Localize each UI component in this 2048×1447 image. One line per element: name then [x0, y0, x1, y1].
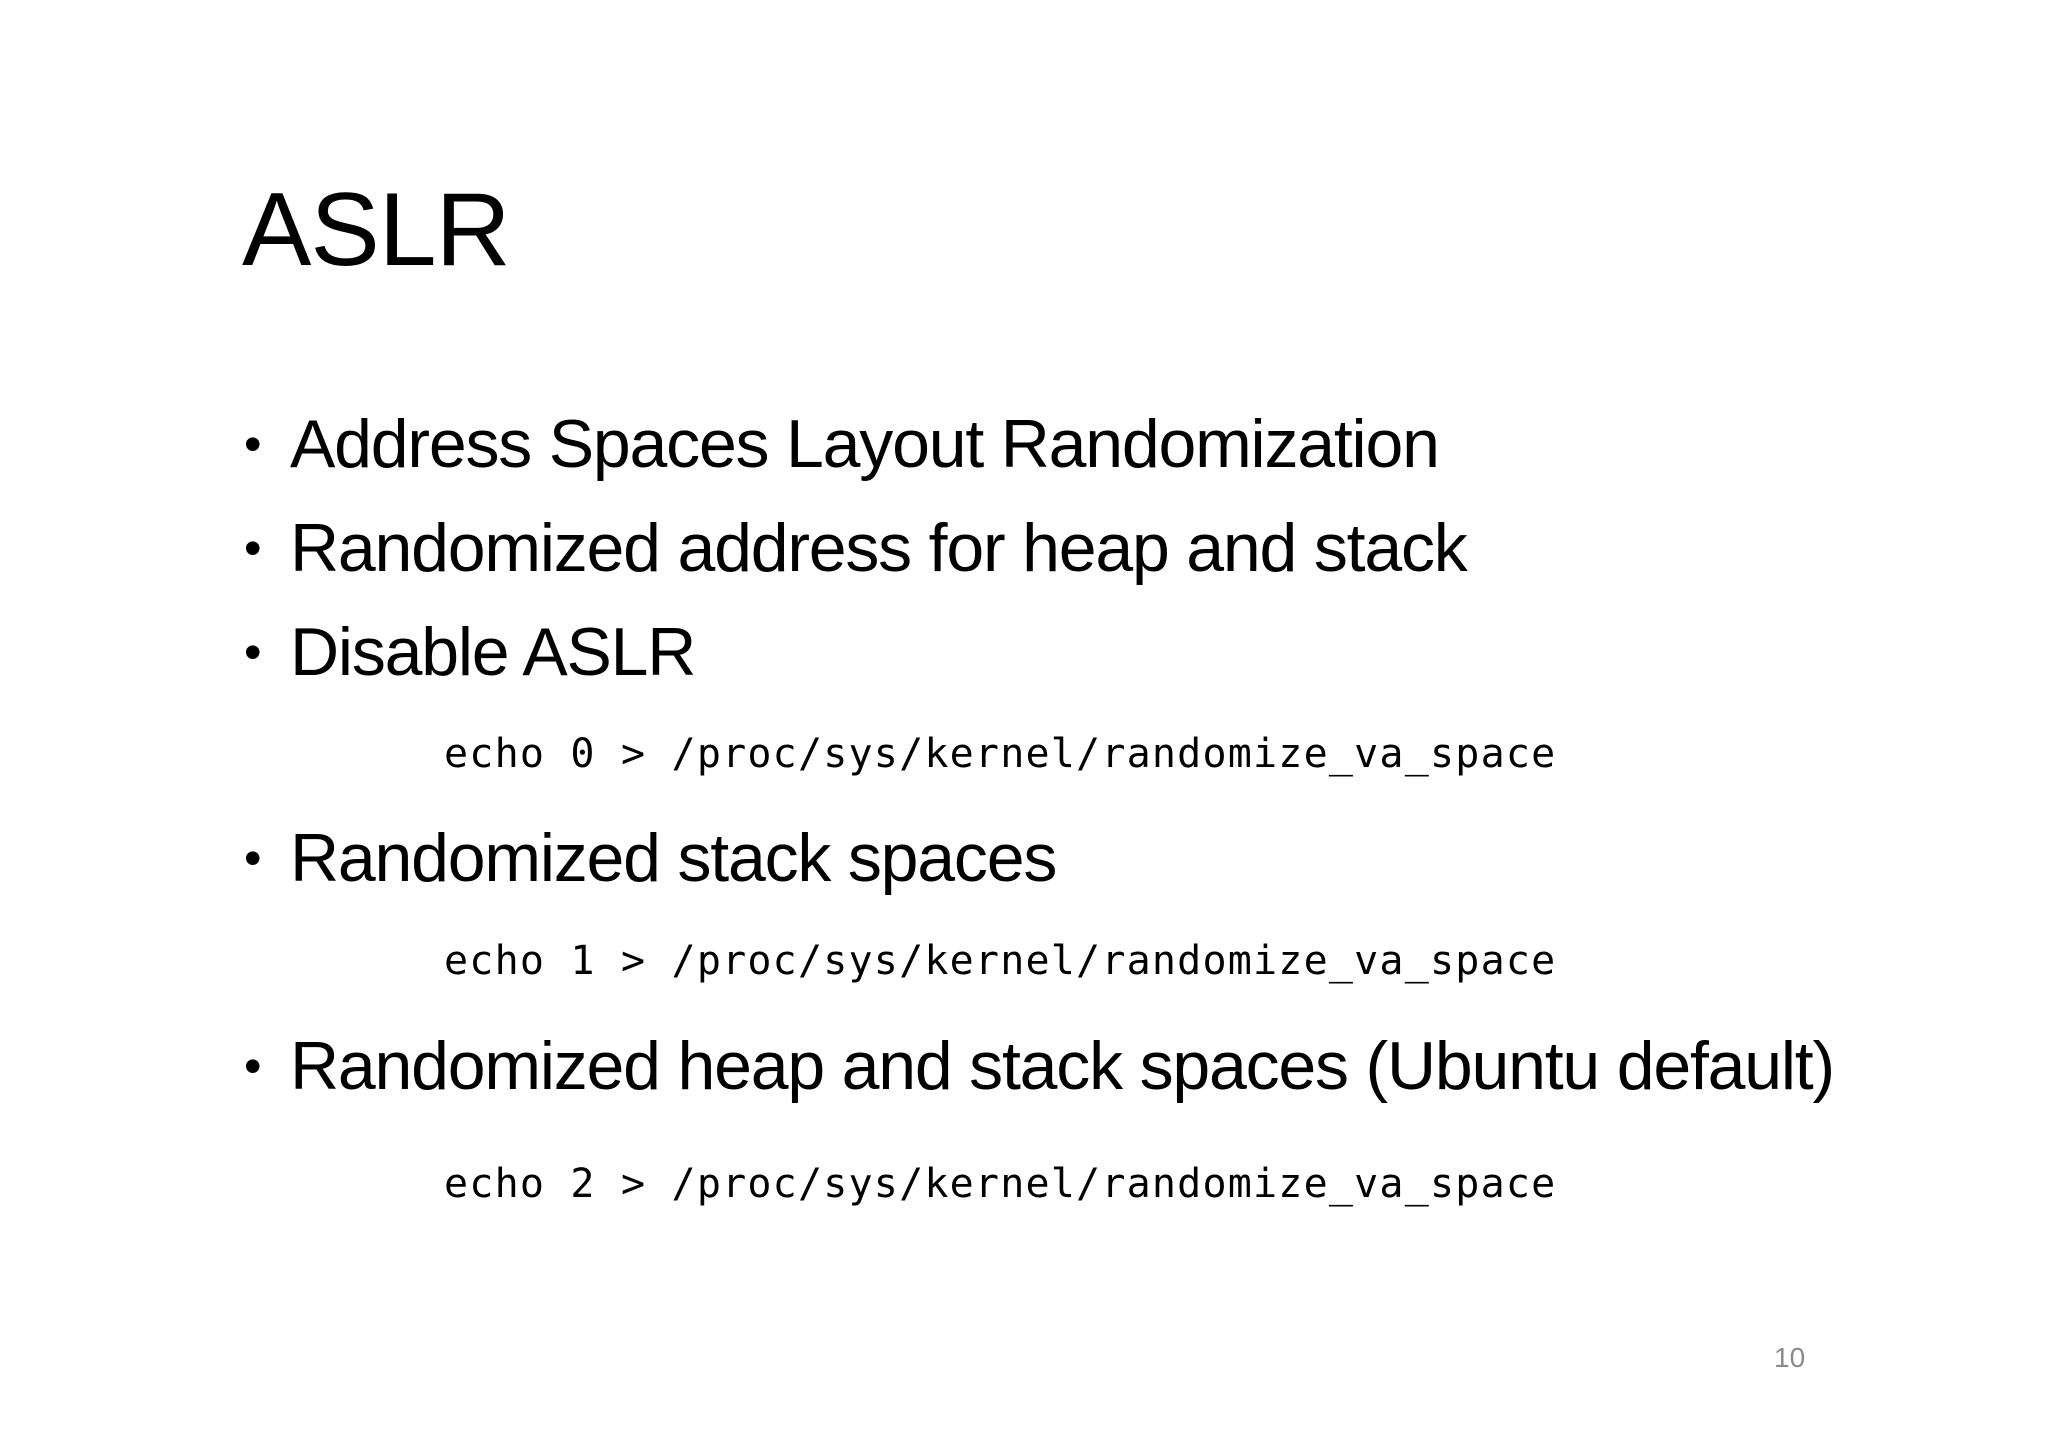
bullet-item: • Address Spaces Layout Randomization — [244, 406, 1440, 482]
bullet-icon: • — [244, 624, 262, 680]
bullet-text: Randomized stack spaces — [290, 820, 1057, 896]
bullet-text: Randomized heap and stack spaces (Ubuntu… — [290, 1028, 1835, 1104]
bullet-icon: • — [244, 830, 262, 886]
code-line: echo 1 > /proc/sys/kernel/randomize_va_s… — [444, 938, 1557, 984]
bullet-icon: • — [244, 1038, 262, 1094]
bullet-text: Disable ASLR — [290, 614, 696, 690]
bullet-icon: • — [244, 520, 262, 576]
bullet-text: Randomized address for heap and stack — [290, 510, 1468, 586]
bullet-item: • Randomized address for heap and stack — [244, 510, 1468, 586]
bullet-icon: • — [244, 416, 262, 472]
bullet-item: • Disable ASLR — [244, 614, 696, 690]
bullet-item: • Randomized heap and stack spaces (Ubun… — [244, 1028, 1835, 1104]
page-number: 10 — [1774, 1342, 1806, 1373]
bullet-text: Address Spaces Layout Randomization — [290, 406, 1440, 482]
code-line: echo 2 > /proc/sys/kernel/randomize_va_s… — [444, 1161, 1557, 1207]
slide-title: ASLR — [242, 172, 511, 288]
bullet-item: • Randomized stack spaces — [244, 820, 1057, 896]
code-line: echo 0 > /proc/sys/kernel/randomize_va_s… — [444, 731, 1557, 777]
